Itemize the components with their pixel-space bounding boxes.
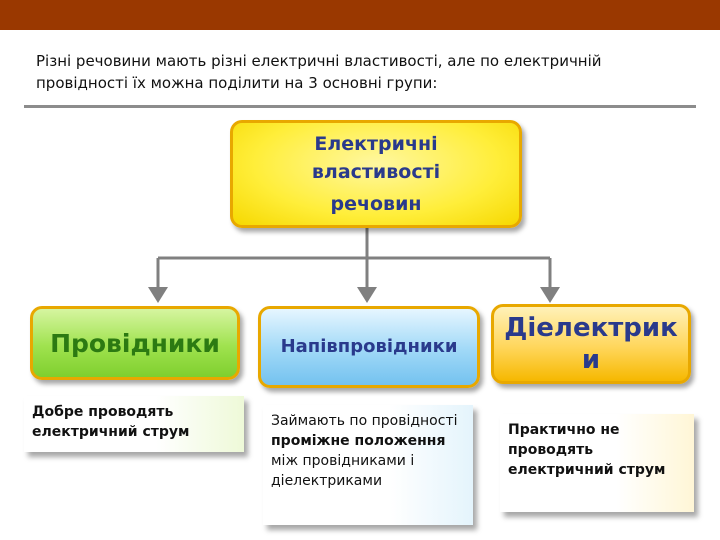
semiconductors-label: Напівпровідники bbox=[280, 336, 458, 357]
semiconductors-description: Займають по провідності проміжне положен… bbox=[263, 405, 473, 525]
root-node: Електричні властивості речовин bbox=[230, 120, 522, 228]
dielectrics-node: Діелектрики bbox=[491, 304, 691, 384]
root-line1: Електричні bbox=[314, 133, 438, 155]
semiconductors-desc-part2: між провідниками і діелектриками bbox=[271, 453, 415, 489]
arrow-conductors bbox=[148, 287, 168, 303]
conductors-description: Добре проводять електричний струм bbox=[24, 396, 244, 452]
root-line3: речовин bbox=[330, 193, 422, 215]
conductors-node: Провідники bbox=[30, 306, 240, 380]
conductors-label: Провідники bbox=[50, 328, 220, 358]
top-bar bbox=[0, 0, 720, 30]
semiconductors-desc-bold: проміжне положення bbox=[271, 433, 446, 449]
dielectrics-description: Практично не проводять електричний струм bbox=[500, 414, 694, 512]
dielectrics-label: Діелектрики bbox=[504, 313, 678, 375]
semiconductors-node: Напівпровідники bbox=[258, 306, 480, 388]
intro-text: Різні речовини мають різні електричні вл… bbox=[36, 52, 602, 92]
arrow-semiconductors bbox=[357, 287, 377, 303]
semiconductors-desc-part1: Займають по провідності bbox=[271, 413, 458, 429]
root-line2: властивості bbox=[311, 161, 441, 183]
divider bbox=[24, 105, 696, 108]
arrow-dielectrics bbox=[540, 287, 560, 303]
